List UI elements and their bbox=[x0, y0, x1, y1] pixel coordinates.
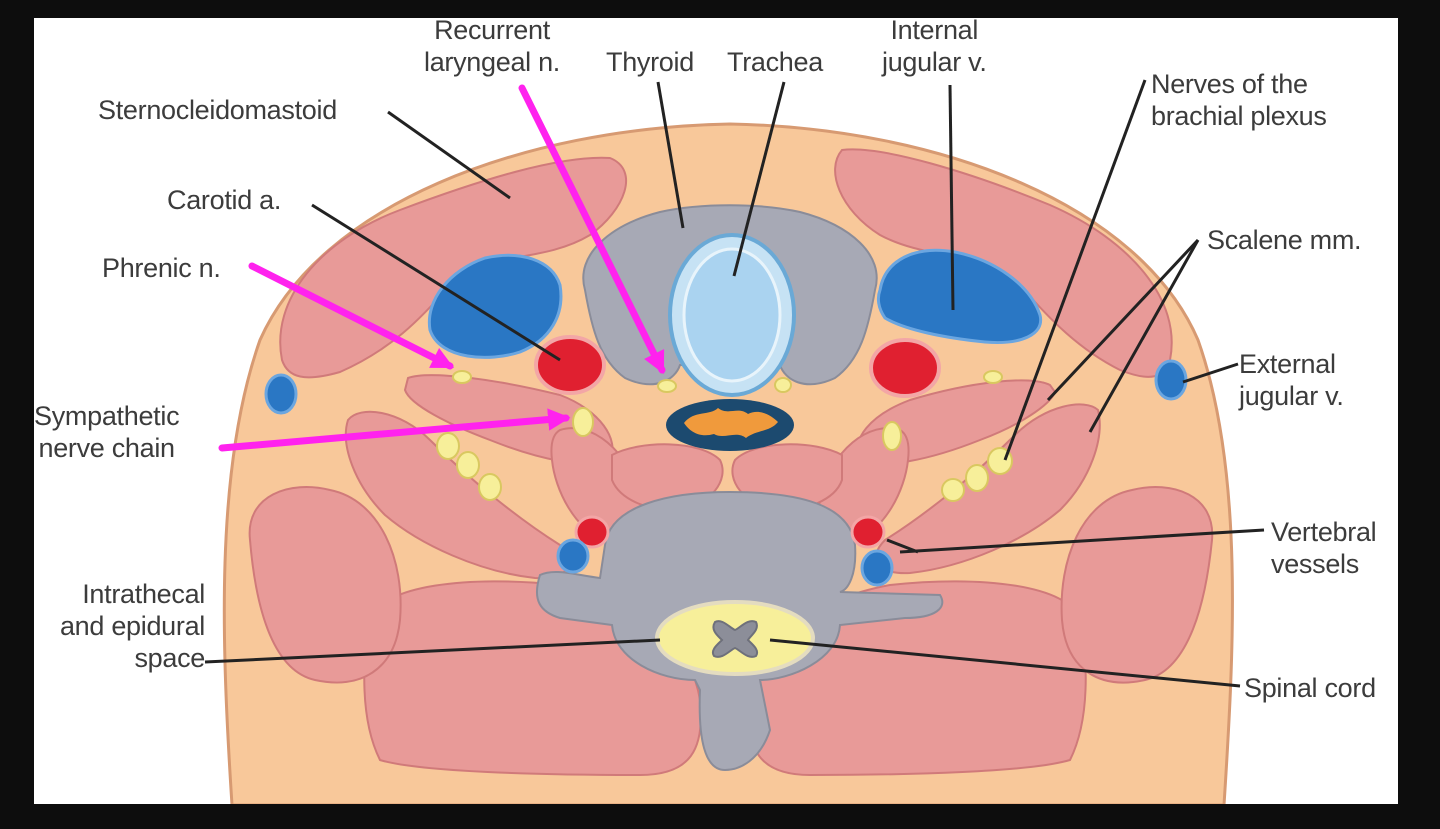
leader-sternocleidomastoid bbox=[387, 110, 511, 200]
brachial-plexus-right-1 bbox=[941, 478, 965, 502]
brachial-plexus-left-1 bbox=[436, 432, 460, 460]
label-phrenic: Phrenic n. bbox=[102, 253, 221, 283]
trachea-lumen bbox=[682, 247, 782, 383]
recurrent-laryngeal-nerve-left bbox=[657, 379, 677, 393]
label-scalene: Scalene mm. bbox=[1207, 225, 1362, 255]
label-trachea: Trachea bbox=[727, 47, 823, 77]
label-spinal-cord: Spinal cord bbox=[1244, 673, 1376, 703]
highlight-arrows bbox=[218, 84, 666, 452]
internal-jugular-vein-left bbox=[427, 253, 563, 359]
brachial-plexus-left-3 bbox=[478, 473, 502, 501]
label-carotid: Carotid a. bbox=[167, 185, 282, 215]
leader-thyroid bbox=[656, 81, 685, 229]
label-external-jugular: External jugular v. bbox=[1239, 349, 1344, 411]
carotid-artery-right bbox=[869, 338, 941, 398]
leader-scalene-2 bbox=[1088, 239, 1200, 433]
leader-carotid bbox=[311, 203, 561, 362]
arrow-recurrent-laryngeal bbox=[518, 84, 666, 375]
label-internal-jugular: Internal jugular v. bbox=[882, 18, 987, 77]
external-jugular-vein-left bbox=[264, 373, 298, 415]
label-recurrent-laryngeal: Recurrent laryngeal n. bbox=[424, 18, 560, 77]
external-jugular-vein-right bbox=[1154, 359, 1188, 401]
vertebral-vein-left bbox=[556, 538, 590, 574]
vertebral-vein-right bbox=[860, 549, 894, 587]
vertebral-artery-right bbox=[850, 515, 886, 549]
sternocleidomastoid-muscle-right bbox=[834, 148, 1173, 378]
leader-lines bbox=[204, 79, 1265, 688]
brachial-plexus-left-2 bbox=[456, 451, 480, 479]
figure-frame: Recurrent laryngeal n. Thyroid Trachea I… bbox=[34, 18, 1398, 804]
recurrent-laryngeal-nerve-right bbox=[774, 377, 792, 393]
arrow-sympathetic bbox=[218, 408, 571, 452]
label-thyroid: Thyroid bbox=[606, 47, 694, 77]
leader-vertebral-1 bbox=[899, 528, 1265, 554]
label-intrathecal-epidural: Intrathecal and epidural space bbox=[59, 579, 205, 673]
leader-vertebral-2 bbox=[886, 538, 919, 554]
label-vertebral-vessels: Vertebral vessels bbox=[1271, 517, 1377, 579]
leader-internal-jugular bbox=[948, 84, 955, 311]
leader-external-jugular bbox=[1182, 362, 1239, 384]
label-sympathetic: Sympathetic nerve chain bbox=[34, 401, 180, 463]
sympathetic-chain-right bbox=[882, 421, 902, 451]
carotid-artery-left bbox=[534, 335, 606, 395]
esophagus-lumen bbox=[684, 408, 778, 438]
vertebral-artery-left bbox=[574, 515, 610, 549]
spinal-cord-grey-matter bbox=[712, 620, 758, 658]
leader-intrathecal bbox=[204, 638, 661, 664]
leader-brachial bbox=[1003, 79, 1147, 461]
brachial-plexus-right-2 bbox=[965, 464, 989, 492]
label-brachial-plexus: Nerves of the brachial plexus bbox=[1151, 69, 1327, 131]
leader-spinal-cord bbox=[769, 638, 1241, 688]
label-sternocleidomastoid: Sternocleidomastoid bbox=[98, 95, 337, 125]
posterior-muscle-left-outer bbox=[248, 486, 402, 684]
neck-cross-section-diagram bbox=[204, 79, 1265, 804]
leader-trachea bbox=[732, 81, 786, 277]
nerve-right-upper bbox=[983, 370, 1003, 384]
leader-scalene-1 bbox=[1046, 238, 1200, 402]
sympathetic-chain-left bbox=[572, 407, 594, 437]
phrenic-nerve bbox=[452, 370, 472, 384]
arrow-phrenic bbox=[248, 262, 454, 370]
internal-jugular-vein-right bbox=[876, 248, 1043, 345]
